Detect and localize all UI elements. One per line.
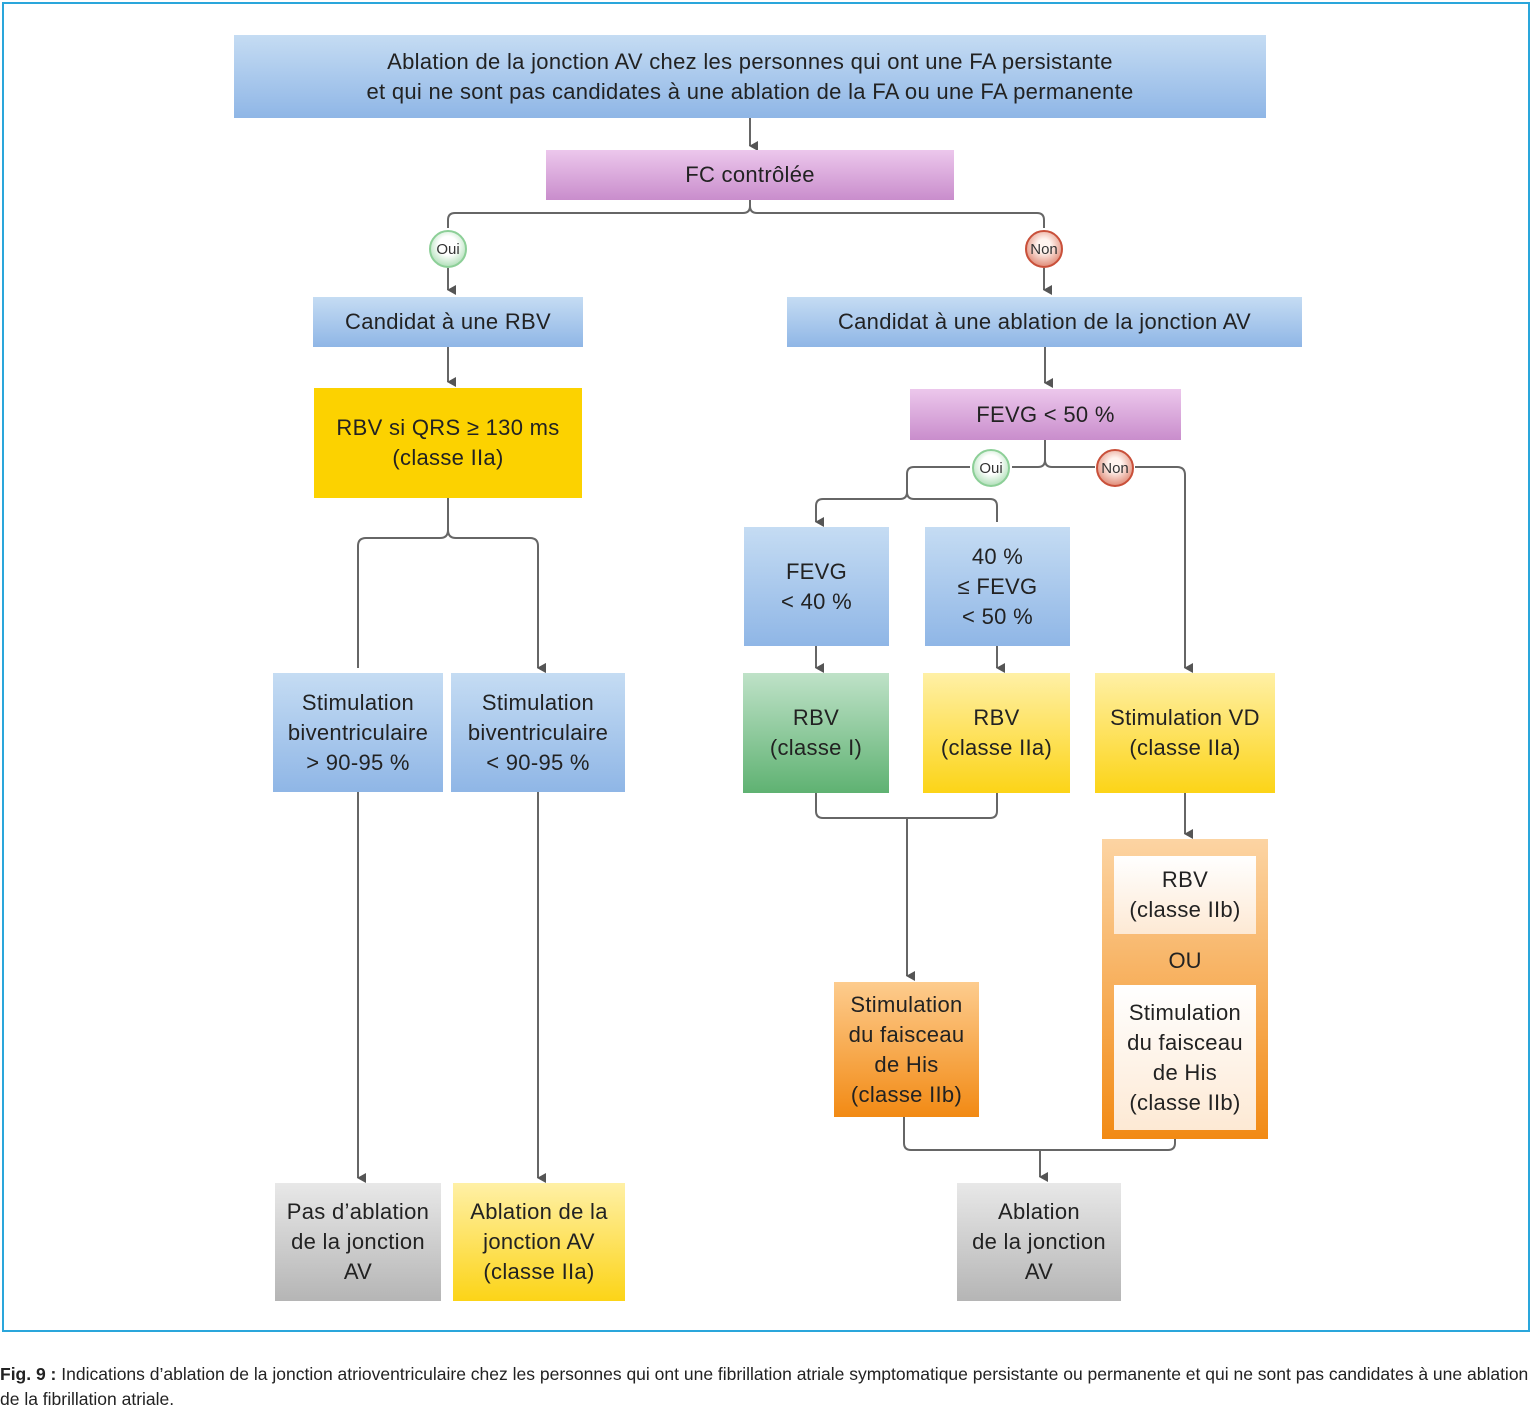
node-fevg-40-50: 40 % ≤ FEVG < 50 % (925, 527, 1070, 646)
node-fevg-40: FEVG < 40 % (744, 527, 889, 646)
node-fc-controlee: FC contrôlée (546, 150, 954, 200)
node-pas-ablation: Pas d’ablation de la jonction AV (275, 1183, 441, 1301)
node-top: Ablation de la jonction AV chez les pers… (234, 35, 1266, 118)
badge-non-1: Non (1025, 230, 1063, 268)
node-rbv-classe-2a: RBV (classe IIa) (923, 673, 1070, 793)
node-ablation-classe-2a: Ablation de la jonction AV (classe IIa) (453, 1183, 625, 1301)
badge-oui-1: Oui (429, 230, 467, 268)
node-candidat-ablation-av: Candidat à une ablation de la jonction A… (787, 297, 1302, 347)
node-his-right: Stimulation du faisceau de His (classe I… (1114, 985, 1256, 1130)
node-fevg-50: FEVG < 50 % (910, 389, 1181, 440)
branch-qrs (357, 498, 538, 668)
connector-lines (357, 118, 1536, 1340)
branch-fc (447, 200, 1045, 228)
node-stimulation-vd: Stimulation VD (classe IIa) (1095, 673, 1275, 793)
node-his-mid: Stimulation du faisceau de His (classe I… (834, 982, 979, 1117)
caption-label: Fig. 9 : (0, 1364, 57, 1384)
node-stim-biv-lt: Stimulation biventriculaire < 90-95 % (451, 673, 625, 792)
node-rbv-classe-2b: RBV (classe IIb) (1114, 856, 1256, 934)
branch-fevg (815, 440, 1185, 668)
figure-frame (2, 2, 1530, 1332)
node-candidat-rbv: Candidat à une RBV (313, 297, 583, 347)
node-rbv-qrs: RBV si QRS ≥ 130 ms (classe IIa) (314, 388, 582, 498)
or-label: OU (1168, 948, 1202, 973)
node-stim-biv-gt: Stimulation biventriculaire > 90-95 % (273, 673, 443, 792)
badge-oui-2: Oui (972, 449, 1010, 487)
merge-rbv (815, 793, 998, 976)
node-ablation-av: Ablation de la jonction AV (957, 1183, 1121, 1301)
badge-non-2: Non (1096, 449, 1134, 487)
caption-text: Indications d’ablation de la jonction at… (0, 1364, 1529, 1409)
node-rbv-classe-1: RBV (classe I) (743, 673, 889, 793)
figure-caption: Fig. 9 : Indications d’ablation de la jo… (0, 1362, 1536, 1412)
merge-final (903, 1117, 1176, 1177)
